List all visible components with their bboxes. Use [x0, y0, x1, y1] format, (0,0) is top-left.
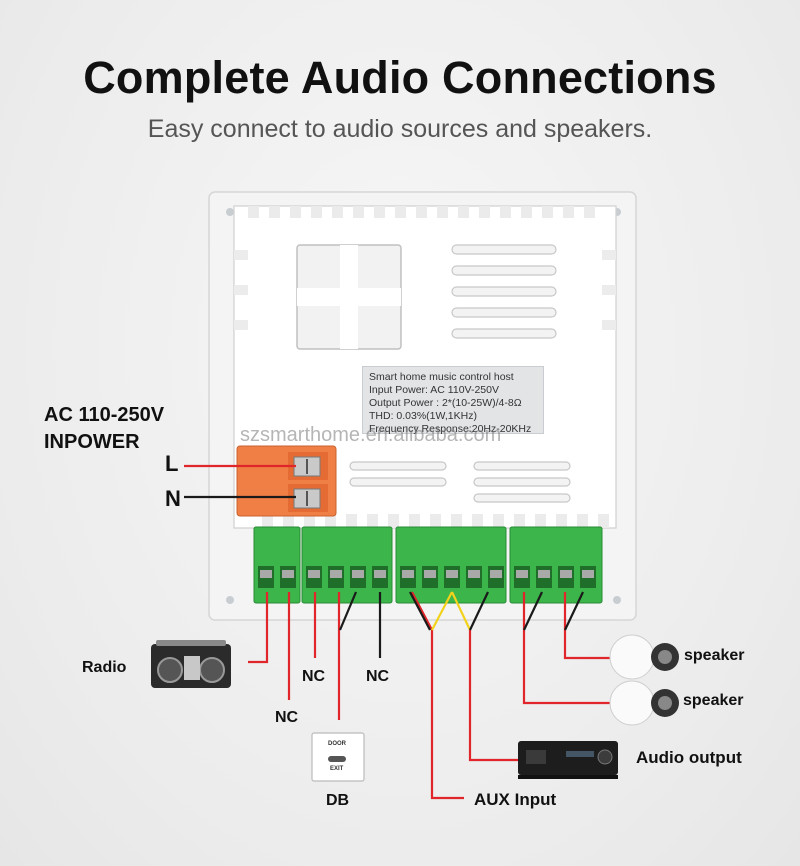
speaker-label: speaker	[683, 692, 744, 709]
spec-line: Smart home music control host	[369, 371, 514, 383]
radio-label: Radio	[82, 659, 127, 676]
spec-line: THD: 0.03%(1W,1KHz)	[369, 410, 477, 422]
neutral-line-label: N	[165, 486, 181, 511]
ac-power-label: AC 110-250V INPOWER	[44, 402, 164, 456]
page-subtitle: Easy connect to audio sources and speake…	[147, 115, 653, 143]
amplifier-icon	[518, 741, 618, 779]
ac-power-line1: AC 110-250V	[44, 404, 165, 426]
doorbell-icon	[311, 732, 365, 782]
speaker-icon-2	[609, 680, 679, 726]
doorbell-bottom-text: EXIT	[330, 766, 344, 772]
radio-icon	[151, 640, 231, 688]
wires	[184, 464, 610, 800]
live-line-label: L	[165, 451, 179, 476]
ac-power-line2: INPOWER	[44, 431, 140, 453]
doorbell-top-text: DOOR	[328, 741, 346, 747]
speaker-icon-1	[609, 634, 679, 680]
audio-output-label: Audio output	[636, 748, 742, 767]
green-terminal-blocks	[253, 526, 603, 604]
nc-label: NC	[366, 668, 390, 685]
power-terminal-block	[236, 445, 337, 517]
db-label: DB	[326, 792, 350, 809]
aux-input-label: AUX Input	[474, 790, 557, 809]
nc-label: NC	[302, 668, 326, 685]
speaker-label: speaker	[684, 647, 745, 664]
spec-line: Frequency Response:20Hz-20KHz	[369, 423, 532, 435]
nc-label: NC	[275, 709, 299, 726]
spec-line: Output Power : 2*(10-25W)/4-8Ω	[369, 397, 522, 409]
page-title: Complete Audio Connections	[83, 52, 717, 103]
device-spec-label: Smart home music control host Input Powe…	[362, 366, 544, 435]
watermark: szsmarthome.en.alibaba.com	[240, 424, 502, 446]
spec-line: Input Power: AC 110V-250V	[369, 384, 499, 396]
